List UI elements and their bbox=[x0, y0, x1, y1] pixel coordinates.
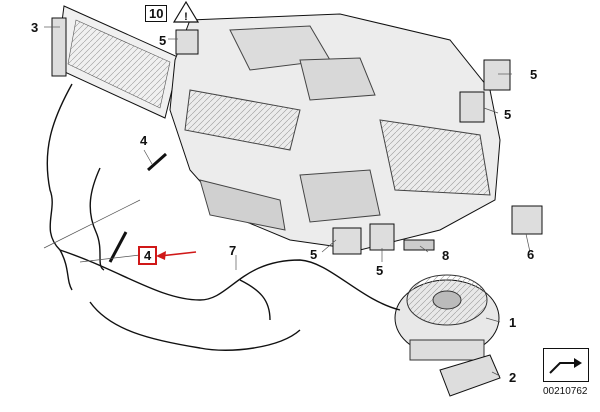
highlight-arrow bbox=[156, 251, 197, 260]
callout-4-top[interactable]: 4 bbox=[140, 133, 148, 148]
diagram-id: 00210762 bbox=[543, 386, 588, 397]
callout-4-selected[interactable]: 4 bbox=[138, 246, 158, 265]
callout-5-e[interactable]: 5 bbox=[376, 263, 384, 278]
actuator-part-c[interactable] bbox=[459, 91, 485, 123]
warning-triangle-icon: ! bbox=[172, 0, 200, 23]
callout-3[interactable]: 3 bbox=[31, 20, 39, 35]
svg-text:!: ! bbox=[184, 11, 188, 23]
actuator-part-a[interactable] bbox=[175, 29, 199, 55]
blower-resistor-part[interactable] bbox=[439, 354, 501, 397]
callout-1[interactable]: 1 bbox=[509, 315, 517, 330]
callout-5-d[interactable]: 5 bbox=[310, 247, 318, 262]
callout-6[interactable]: 6 bbox=[527, 247, 535, 262]
wiring-harness[interactable] bbox=[46, 83, 401, 351]
next-page-arrow-icon[interactable] bbox=[543, 348, 589, 382]
arrow-icon-graphic bbox=[549, 358, 582, 374]
leader-lines bbox=[43, 26, 531, 377]
actuator-part-d[interactable] bbox=[332, 227, 362, 255]
temperature-sensor-top[interactable] bbox=[147, 152, 167, 172]
callout-2[interactable]: 2 bbox=[509, 370, 517, 385]
actuator-part-f[interactable] bbox=[511, 205, 543, 235]
temperature-sensor-selected[interactable] bbox=[108, 231, 128, 263]
heater-core-part[interactable] bbox=[51, 5, 181, 119]
callout-7[interactable]: 7 bbox=[229, 243, 237, 258]
actuator-part-b[interactable] bbox=[483, 59, 511, 91]
callout-5-a[interactable]: 5 bbox=[159, 33, 167, 48]
callout-5-c[interactable]: 5 bbox=[504, 107, 512, 122]
actuator-part-e[interactable] bbox=[369, 223, 395, 251]
callout-8[interactable]: 8 bbox=[442, 248, 450, 263]
callout-5-b[interactable]: 5 bbox=[530, 67, 538, 82]
sensor-part-8[interactable] bbox=[403, 239, 435, 251]
callout-10[interactable]: 10 bbox=[145, 5, 168, 22]
blower-motor-part[interactable] bbox=[394, 274, 500, 361]
hvac-housing-part[interactable] bbox=[169, 13, 501, 251]
